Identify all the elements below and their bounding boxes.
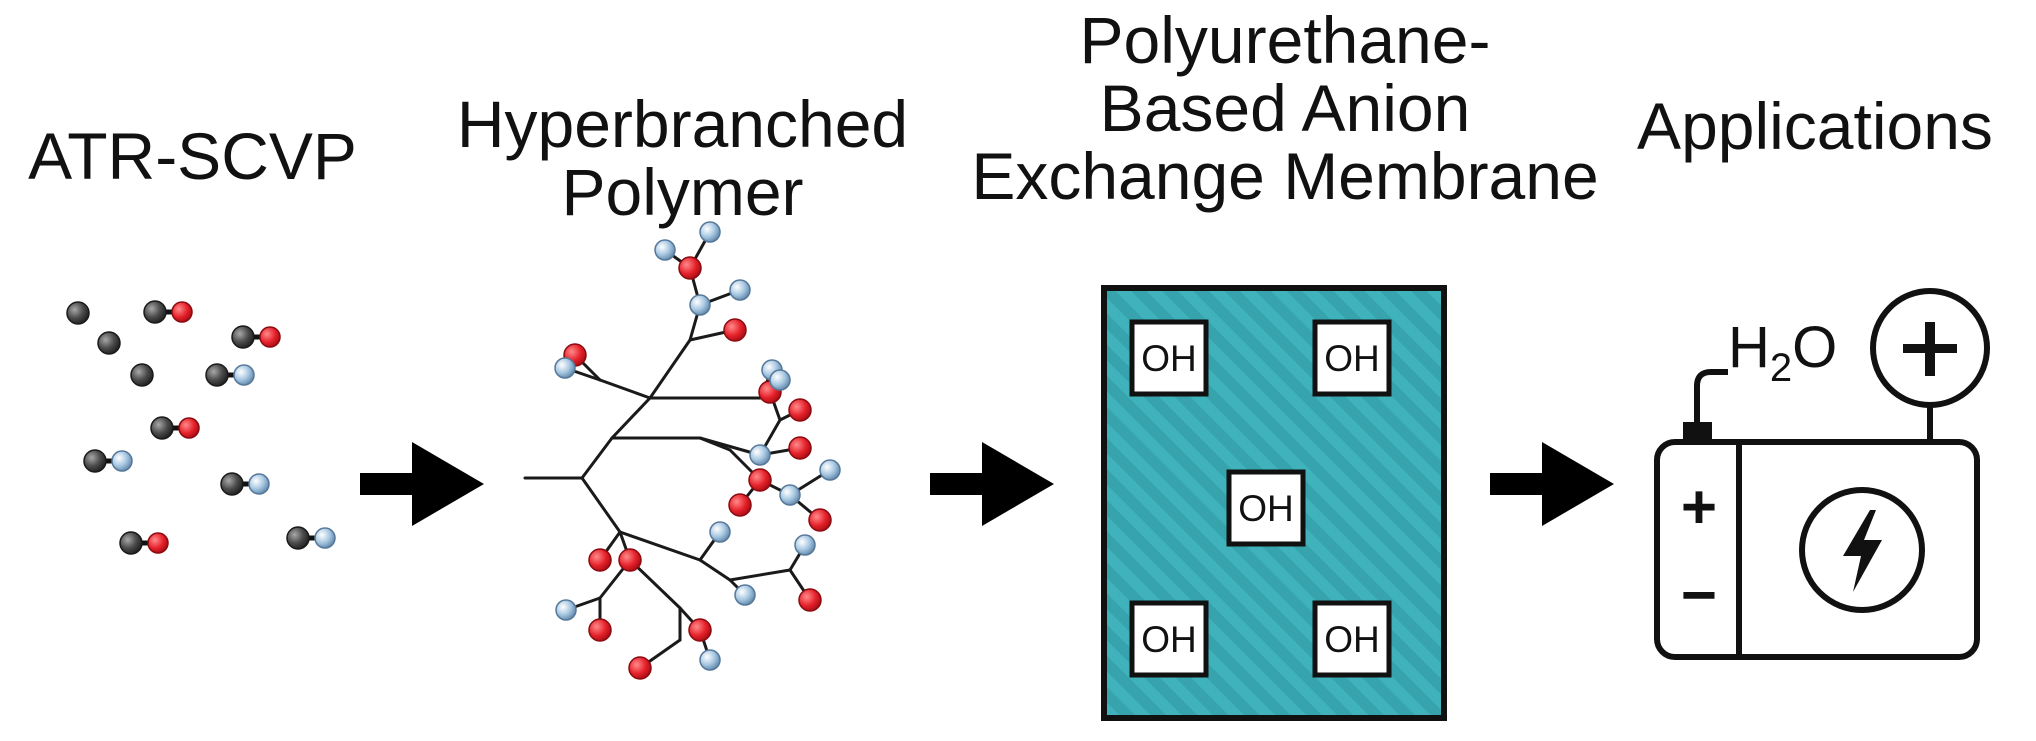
blue-end-group [699,221,721,243]
polymer-branch [698,436,732,452]
inimer-molecule [220,472,270,496]
inimer-molecule [150,416,200,440]
red-end-group [723,318,747,342]
red-end-group [588,618,612,642]
blue-end-group [779,484,801,506]
red-end-group [728,493,752,517]
positive-terminal-symbol: + [1681,473,1717,542]
red-end-group [748,468,772,492]
polymer-branch [598,378,652,400]
blue-end-group [709,521,731,543]
polymer-end-groups [554,221,841,680]
blue-end-group [769,369,791,391]
inimer-molecule [83,449,133,473]
hydroxide-group: OH [1312,600,1392,678]
hydroxide-group: OH [1226,469,1306,547]
water-label: H2O [1728,315,1837,390]
oh-label: OH [1324,338,1380,379]
arrow-right-icon [1490,442,1614,526]
arrow-right-icon [360,442,484,526]
oh-label: OH [1141,338,1197,379]
blue-end-group [554,357,576,379]
monomer-sphere [130,363,154,387]
hydroxide-group: OH [1312,319,1392,397]
red-end-group [788,436,812,460]
polymer-branch [698,558,732,582]
stage-title-atr-scvp: ATR-SCVP [0,122,385,190]
red-end-group [808,508,832,532]
red-end-group [688,618,712,642]
title-line: Hyperbranched [456,87,909,161]
title-line: Polymer [561,155,804,229]
red-end-group [788,398,812,422]
polymer-branch [580,436,614,480]
blue-end-group [734,584,756,606]
title-line: ATR-SCVP [28,119,357,193]
monomer-sphere [66,301,90,325]
oh-label: OH [1141,619,1197,660]
hydroxide-group: OH [1129,600,1209,678]
negative-terminal-symbol: − [1681,561,1717,630]
blue-end-group [555,599,577,621]
polymer-branch [648,338,692,400]
polymer-branch [580,476,622,534]
arrow-right-icon [930,442,1054,526]
hydroxide-group: OH [1129,319,1209,397]
blue-end-group [654,239,676,261]
monomer-sphere [97,331,121,355]
red-end-group [798,588,822,612]
stage-title-membrane: Polyurethane- Based Anion Exchange Membr… [965,6,1605,210]
polymer-branch [610,396,652,440]
inimer-molecule [119,531,169,555]
anion-exchange-membrane: OH OH OH OH OH [1101,285,1447,721]
lightning-bolt-icon [1799,487,1925,613]
title-line: Based Anion [1099,71,1471,145]
title-line: Exchange Membrane [971,139,1599,213]
blue-end-group [699,649,721,671]
red-end-group [618,548,642,572]
inimer-molecule [231,325,281,349]
monomer-cluster [66,300,336,555]
inimer-molecule [205,363,255,387]
red-end-group [678,256,702,280]
title-line: Polyurethane- [1079,3,1491,77]
blue-end-group [689,294,711,316]
blue-end-group [794,534,816,556]
blue-end-group [749,444,771,466]
plus-circle-icon [1870,288,1990,408]
stage-title-applications: Applications [1600,92,2030,160]
red-end-group [588,548,612,572]
oh-label: OH [1324,619,1380,660]
oh-label: OH [1238,488,1294,529]
red-end-group [628,656,652,680]
inimer-molecule [143,300,193,324]
inimer-molecule [286,526,336,550]
polymer-branch [618,530,702,562]
title-line: Applications [1637,89,1993,163]
blue-end-group [819,459,841,481]
blue-end-group [729,279,751,301]
polymer-branch [728,568,792,582]
stage-title-hyperbranched-polymer: Hyperbranched Polymer [420,90,945,226]
